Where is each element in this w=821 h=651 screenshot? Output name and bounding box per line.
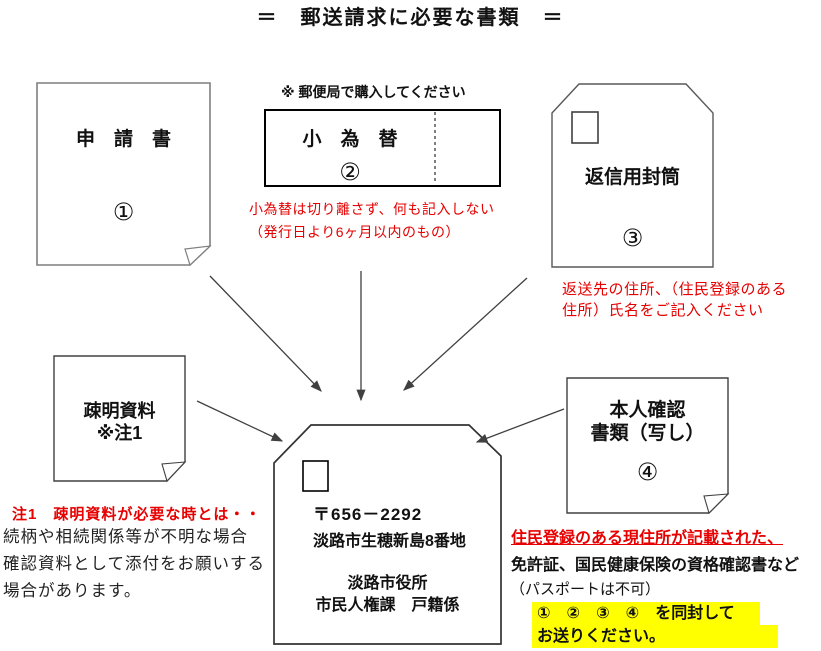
enclose-note-line2: お送りください。 bbox=[532, 625, 778, 648]
return-envelope-note-line1: 返送先の住所、（住民登録のある bbox=[562, 281, 788, 298]
identity-label-line2: 書類（写し） bbox=[590, 423, 705, 444]
money-order-warning-line2: （発行日より6ヶ月以内のもの） bbox=[249, 224, 461, 240]
evidence-note-line1: 続柄や相続関係等が不明な場合 bbox=[3, 528, 248, 546]
identity-paper-fold-icon bbox=[703, 493, 730, 515]
evidence-note-line3: 場合があります。 bbox=[3, 582, 142, 600]
arrow-identity-to-envelope bbox=[475, 408, 565, 443]
identity-label-line1: 本人確認 bbox=[609, 400, 686, 421]
application-number: ① bbox=[112, 199, 135, 226]
money-order-box-shape bbox=[264, 109, 501, 187]
identity-note-red: 住民登録のある現住所が記載された、 bbox=[511, 530, 784, 547]
mail-envelope-postal-code: 〒656－2292 bbox=[313, 505, 423, 524]
evidence-label-line2: ※注1 bbox=[96, 423, 143, 443]
identity-number: ④ bbox=[636, 459, 659, 486]
return-envelope-note-line2: 住所）氏名をご記入ください bbox=[562, 302, 764, 319]
mail-envelope-shape bbox=[273, 424, 502, 645]
arrow-evidence-to-envelope bbox=[196, 400, 284, 442]
application-paper-fold-icon bbox=[184, 245, 212, 267]
mail-envelope-department: 市民人権課 戸籍係 bbox=[315, 597, 460, 614]
return-envelope-number: ③ bbox=[621, 225, 644, 252]
page-title: ＝ 郵送請求に必要な書類 ＝ bbox=[256, 7, 565, 29]
identity-label: 本人確認 書類（写し） bbox=[567, 399, 728, 445]
return-envelope-stamp-icon bbox=[571, 111, 599, 144]
evidence-note-heading: 注1 疎明資料が必要な時とは・・ bbox=[12, 506, 262, 523]
arrow-application-to-envelope bbox=[209, 275, 322, 392]
money-order-warning-line1: 小為替は切り離さず、何も記入しない bbox=[249, 201, 495, 217]
evidence-note-body: 続柄や相続関係等が不明な場合 確認資料として添付をお願いする 場合があります。 bbox=[3, 524, 265, 605]
application-label: 申 請 書 bbox=[75, 129, 171, 150]
money-order-label: 小 為 替 bbox=[302, 129, 398, 150]
identity-note-line1: 免許証、国民健康保険の資格確認書など bbox=[511, 557, 800, 574]
mail-envelope-stamp-icon bbox=[302, 460, 329, 492]
money-order-purchase-note: ※ 郵便局で購入してください bbox=[281, 84, 466, 100]
mail-envelope-address: 淡路市生穂新島8番地 bbox=[313, 533, 466, 550]
evidence-note-line2: 確認資料として添付をお願いする bbox=[3, 555, 266, 573]
mail-envelope-office: 淡路市役所 bbox=[347, 575, 428, 592]
application-paper-shape bbox=[36, 82, 211, 266]
identity-note-line2: （パスポートは不可） bbox=[510, 581, 661, 598]
money-order-number: ② bbox=[339, 159, 361, 186]
return-envelope-label: 返信用封筒 bbox=[584, 167, 680, 188]
evidence-label: 疎明資料 ※注1 bbox=[54, 400, 185, 444]
evidence-label-line1: 疎明資料 bbox=[83, 401, 156, 421]
evidence-paper-fold-icon bbox=[161, 461, 187, 483]
return-envelope-note: 返送先の住所、（住民登録のある 住所）氏名をご記入ください bbox=[562, 279, 787, 321]
enclose-note-line1: ① ② ③ ④ を同封して bbox=[532, 602, 760, 625]
arrow-return-envelope-to-envelope bbox=[403, 277, 528, 391]
